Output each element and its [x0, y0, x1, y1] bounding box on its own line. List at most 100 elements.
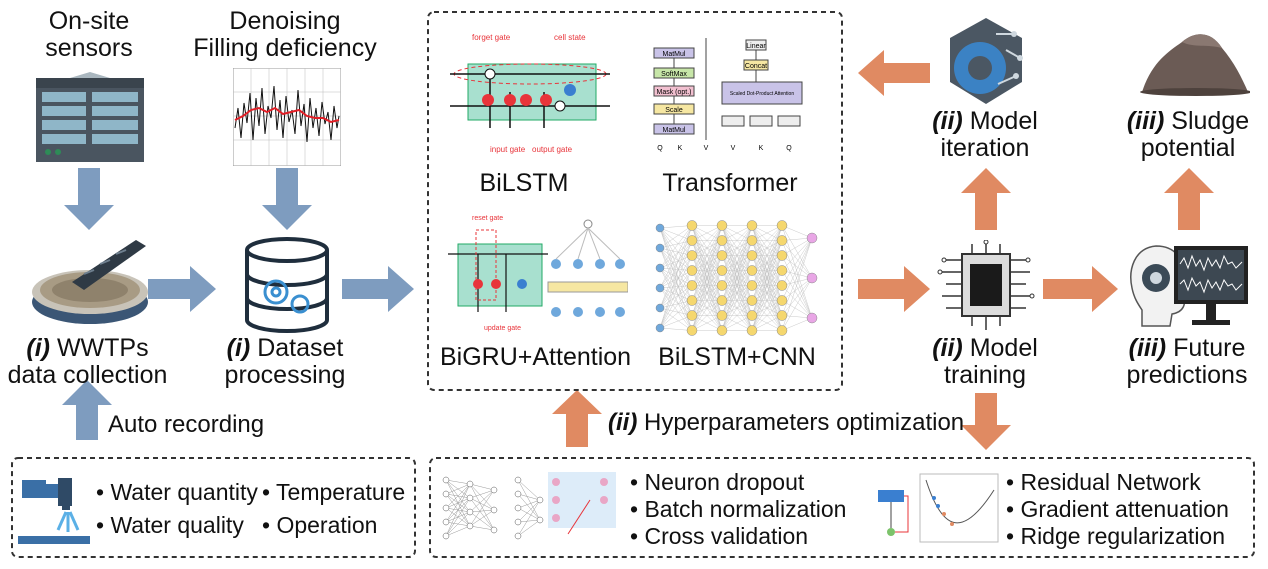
- nn-edge: [781, 240, 813, 279]
- training-line1: Model: [969, 334, 1038, 362]
- nn-edge: [781, 285, 813, 319]
- nn-edge: [781, 237, 813, 271]
- nn-node: [716, 310, 728, 321]
- nn-node: [716, 235, 728, 246]
- dropout-edge: [469, 489, 495, 499]
- hyper-item-ridge-regularization: • Ridge regularization: [1006, 523, 1226, 549]
- nn-edge: [781, 270, 813, 319]
- arrow-denoise-down: [262, 168, 312, 230]
- nn-edge: [781, 225, 813, 239]
- forget-gate-text: forget gate: [472, 33, 511, 42]
- nn-edge: [691, 285, 723, 331]
- orange-arrows: [552, 50, 1214, 450]
- nn-edge: [751, 225, 783, 256]
- nn-node: [746, 250, 758, 261]
- dropout-node: [442, 490, 450, 498]
- dropout-node: [514, 504, 522, 512]
- nn-edge: [659, 227, 693, 256]
- water-pipe-icon: [18, 478, 90, 544]
- dropout-edge: [469, 511, 495, 531]
- bilstm-label: BiLSTM: [479, 169, 569, 197]
- nn-edge: [659, 287, 693, 316]
- nn-edge: [659, 227, 693, 271]
- nn-edge: [659, 287, 693, 301]
- nn-edge: [721, 225, 753, 241]
- nn-node: [776, 325, 788, 336]
- nn-node: [776, 295, 788, 306]
- dropout-edge: [517, 519, 541, 537]
- nn-node: [686, 295, 698, 306]
- dropout-edge: [469, 483, 495, 511]
- nn-edge: [691, 315, 723, 331]
- dropout-edge: [517, 479, 541, 501]
- hyper-text: Hyperparameters optimization: [644, 409, 965, 436]
- nn-edge: [691, 225, 723, 301]
- nn-node: [746, 295, 758, 306]
- nn-edge: [781, 255, 813, 319]
- input-gate-text: input gate: [490, 145, 526, 154]
- arrow-hyper-up: [552, 390, 602, 447]
- nn-edge: [781, 237, 813, 286]
- nn-edge: [691, 225, 723, 241]
- nn-edge: [691, 225, 723, 256]
- dropout-node: [514, 518, 522, 526]
- dropout-node: [466, 480, 474, 488]
- clarifier-tank-icon: [32, 240, 148, 324]
- nn-node: [776, 220, 788, 231]
- dropout-network-icon: [442, 472, 616, 540]
- nn-edge: [781, 317, 813, 331]
- dropout-edge: [469, 509, 495, 527]
- nn-edge: [781, 237, 813, 316]
- dropout-node: [490, 506, 498, 514]
- q2-text: Q: [786, 145, 792, 152]
- sludge-pile-icon: [1140, 34, 1250, 96]
- nn-node: [655, 283, 665, 293]
- sludge-label: (iii) Sludge potential: [1118, 108, 1258, 162]
- nn-edge: [781, 255, 813, 279]
- training-label: (ii) Model training: [920, 335, 1050, 389]
- nn-edge: [659, 285, 693, 289]
- nn-edge: [751, 225, 783, 241]
- future-label: (iii) Future predictions: [1112, 335, 1262, 389]
- nn-node: [716, 250, 728, 261]
- dropout-node: [442, 504, 450, 512]
- nn-edge: [659, 267, 693, 271]
- bigru-label: BiGRU+Attention: [440, 343, 632, 371]
- nn-edge: [691, 255, 723, 331]
- denoise-line1: Denoising: [229, 7, 341, 35]
- dropout-edge: [445, 497, 471, 537]
- nn-edge: [659, 270, 693, 309]
- nn-node: [776, 265, 788, 276]
- dataset-prefix: (i): [226, 334, 251, 362]
- nn-node: [776, 235, 788, 246]
- dropout-edge: [445, 483, 471, 495]
- nn-edge: [659, 307, 693, 331]
- wwtps-line2: data collection: [7, 361, 168, 389]
- nn-node: [716, 295, 728, 306]
- output-gate-text: output gate: [532, 145, 573, 154]
- hyper-prefix: (ii): [608, 409, 638, 436]
- dropout-edge: [517, 479, 541, 521]
- chip-training-icon: [937, 240, 1035, 330]
- iteration-line1: Model: [969, 107, 1038, 135]
- dropout-edge: [517, 493, 541, 521]
- nn-edge: [659, 247, 693, 256]
- dropout-node: [466, 522, 474, 530]
- bilstm-cnn-label: BiLSTM+CNN: [658, 343, 816, 371]
- hyper-item-residual-network: • Residual Network: [1006, 469, 1201, 495]
- nn-node: [776, 280, 788, 291]
- v2-text: V: [731, 145, 736, 152]
- nn-edge: [659, 270, 693, 289]
- nn-edge: [721, 225, 753, 331]
- nn-edge: [781, 237, 813, 256]
- nn-edge: [721, 225, 753, 256]
- training-prefix: (ii): [932, 334, 963, 362]
- model-iteration-gear-icon: [950, 18, 1023, 104]
- sludge-line2: potential: [1140, 134, 1236, 162]
- training-line2: training: [944, 361, 1026, 389]
- nn-edge: [691, 225, 723, 331]
- cell-state-text: cell state: [554, 33, 586, 42]
- nn-edge: [659, 225, 693, 329]
- blue-arrows: [62, 168, 414, 440]
